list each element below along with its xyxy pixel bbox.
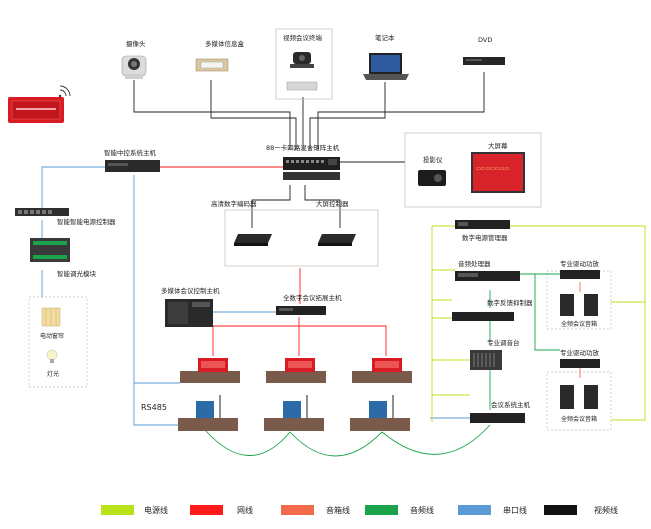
- connections: [28, 28, 646, 457]
- legend-label-video: 视频线: [594, 505, 618, 515]
- legend-label-serial: 串口线: [503, 505, 527, 515]
- mic-unit-1: [178, 395, 238, 431]
- feedback-suppressor: 数字反馈抑制器: [452, 298, 533, 321]
- video-terminal: 视频会议终端: [283, 33, 323, 91]
- legend-item-network: 网线: [190, 505, 253, 515]
- amp-1-label: 专业驱动功放: [560, 259, 600, 268]
- legend-label-network: 网线: [237, 505, 253, 515]
- matrix-label: 88一卡四路混合矩阵主机: [266, 143, 340, 152]
- video-terminal-label: 视频会议终端: [283, 33, 323, 42]
- legend-swatch-network: [190, 505, 223, 515]
- audio-processor-label: 音频处理器: [458, 259, 491, 268]
- legend-item-serial: 串口线: [458, 505, 527, 515]
- matrix-host: 88一卡四路混合矩阵主机: [266, 143, 340, 180]
- power-lines: [431, 225, 646, 422]
- laptop: 笔记本: [363, 33, 409, 80]
- legend-swatch-power: [101, 505, 134, 515]
- projector-label: 投影仪: [423, 155, 443, 164]
- feedback-label: 数字反馈抑制器: [487, 298, 533, 307]
- expansion-host: 全数字会议拓展主机: [276, 293, 342, 315]
- dvd-label: DVD: [478, 36, 492, 44]
- rs485-label: RS485: [141, 403, 167, 412]
- media-control-host: 多媒体会议控制主机: [161, 286, 220, 327]
- legend-item-speaker: 音箱线: [281, 505, 350, 515]
- audio-lines: [204, 273, 560, 457]
- big-screen: 大屏幕 ▭▭▭▭▭▭▭: [471, 141, 525, 193]
- speaker-2-label: 全频会议音箱: [561, 415, 597, 423]
- light: 灯光: [46, 349, 59, 378]
- legend-label-power: 电源线: [144, 505, 168, 515]
- central-control: 智能中控系统主机: [104, 148, 160, 172]
- delegate-unit-2: [266, 358, 326, 383]
- dvd: DVD: [463, 36, 505, 65]
- light-label: 灯光: [47, 370, 59, 378]
- speaker-set-2: 全频会议音箱: [560, 385, 598, 423]
- speaker-1-label: 全频会议音箱: [561, 320, 597, 328]
- screen-controller: 大屏控制器: [316, 199, 356, 246]
- digital-power-manager: 数字电源管理器: [455, 220, 510, 242]
- legend-label-audio: 音频线: [410, 505, 434, 515]
- legend: 电源线 网线 音箱线 音频线 串口线 视频线: [101, 505, 618, 515]
- power-amp-2: 专业驱动功放: [560, 348, 600, 368]
- dimmer-module: 智能调光模块: [30, 238, 97, 278]
- wifi-icon: [59, 89, 67, 97]
- legend-item-video: 视频线: [544, 505, 618, 515]
- wireless-controller: [8, 85, 71, 123]
- hd-encoder: 高清数字编码器: [211, 199, 272, 246]
- legend-swatch-speaker: [281, 505, 314, 515]
- expansion-label: 全数字会议拓展主机: [283, 293, 342, 302]
- power-controller: 智能智能电源控制器: [15, 208, 116, 226]
- camera: 摄像头: [121, 39, 147, 79]
- legend-item-power: 电源线: [101, 505, 168, 515]
- projector: 投影仪: [418, 155, 446, 186]
- conference-row-1: [180, 358, 412, 383]
- screen-controller-label: 大屏控制器: [316, 199, 349, 208]
- legend-swatch-serial: [458, 505, 491, 515]
- camera-label: 摄像头: [126, 39, 146, 48]
- network-lines: [160, 166, 387, 356]
- audio-processor: 音频处理器: [455, 259, 520, 281]
- media-control-label: 多媒体会议控制主机: [161, 286, 220, 295]
- legend-item-audio: 音频线: [365, 505, 434, 515]
- central-control-label: 智能中控系统主机: [104, 148, 157, 157]
- mixer-label: 专业调音台: [487, 338, 520, 347]
- media-box: 多媒体信息盒: [195, 39, 245, 72]
- digital-power-label: 数字电源管理器: [462, 233, 508, 242]
- group-frames: [28, 28, 612, 431]
- hd-encoder-label: 高清数字编码器: [211, 199, 257, 208]
- power-controller-label: 智能智能电源控制器: [57, 217, 116, 226]
- bulb-icon: [46, 349, 58, 361]
- legend-swatch-video: [544, 505, 577, 515]
- dimmer-label: 智能调光模块: [57, 269, 97, 278]
- legend-label-speaker: 音箱线: [326, 505, 350, 515]
- conference-system-host: 会议系统主机: [470, 400, 531, 423]
- curtain: 电动窗帘: [40, 307, 64, 340]
- big-screen-label: 大屏幕: [488, 141, 508, 150]
- power-amp-1: 专业驱动功放: [560, 259, 600, 279]
- delegate-unit-3: [352, 358, 412, 383]
- mic-unit-2: [264, 395, 324, 431]
- curtain-label: 电动窗帘: [40, 332, 64, 340]
- laptop-label: 笔记本: [375, 33, 395, 42]
- conference-row-2: [178, 395, 410, 431]
- video-lines: [133, 72, 485, 228]
- legend-swatch-audio: [365, 505, 398, 515]
- delegate-unit-1: [180, 358, 240, 383]
- speaker-set-1: 全频会议音箱: [560, 294, 598, 328]
- mic-unit-3: [350, 395, 410, 431]
- conf-system-label: 会议系统主机: [491, 400, 531, 409]
- mixer: 专业调音台: [470, 338, 520, 370]
- amp-2-label: 专业驱动功放: [560, 348, 600, 357]
- media-box-label: 多媒体信息盒: [205, 39, 245, 48]
- big-screen-glyph: ▭▭▭▭▭▭▭: [476, 166, 509, 172]
- serial-lines: [41, 166, 470, 426]
